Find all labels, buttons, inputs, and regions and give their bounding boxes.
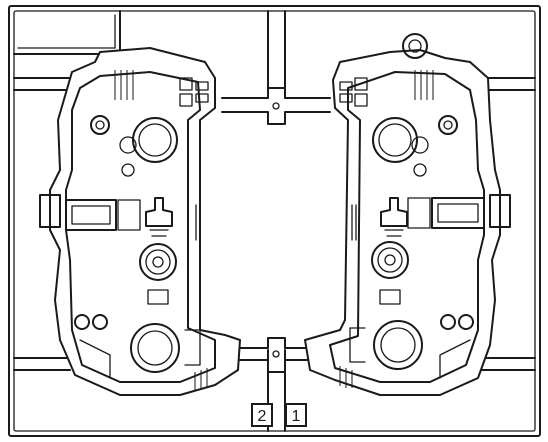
- right-side-tab: [489, 194, 511, 228]
- right-ring-top: [372, 117, 418, 163]
- right-bolt-top: [438, 115, 458, 135]
- part-label-2: 2: [251, 403, 273, 427]
- part-label-1: 1: [285, 403, 307, 427]
- part-right: [304, 33, 511, 396]
- right-top-tab: [402, 33, 428, 59]
- left-side-tab: [39, 194, 61, 228]
- left-top-vents: [114, 70, 209, 107]
- left-bolt-top: [90, 115, 110, 135]
- sprue-frame: [8, 5, 541, 437]
- right-ring-center: [371, 241, 409, 279]
- left-ring-bottom: [130, 323, 180, 373]
- right-clamp: [431, 197, 485, 229]
- part-label-1-text: 1: [292, 408, 301, 425]
- right-ring-bottom: [373, 320, 423, 370]
- part-label-2-text: 2: [258, 408, 267, 425]
- right-top-vents: [339, 70, 434, 107]
- left-ring-center: [139, 243, 177, 281]
- left-ring-top: [132, 117, 178, 163]
- left-clamp: [65, 199, 117, 231]
- part-left: [39, 47, 241, 396]
